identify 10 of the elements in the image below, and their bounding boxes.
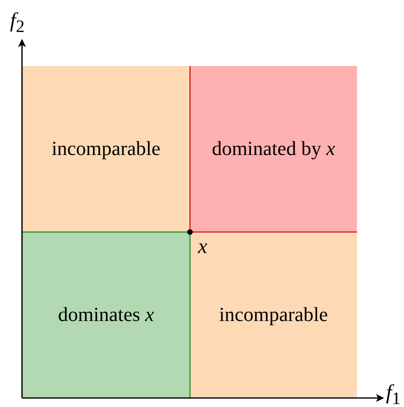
region-label: dominates x xyxy=(58,303,154,328)
region xyxy=(190,66,357,232)
region-label: dominated by x xyxy=(212,137,336,162)
region-label: incomparable xyxy=(219,303,328,328)
point-label: x xyxy=(198,234,208,259)
axis-label: f$_{2}$ xyxy=(10,8,25,38)
region xyxy=(190,232,357,398)
axis-label: f$_{1}$ xyxy=(386,380,401,407)
region xyxy=(22,66,190,232)
region-label: incomparable xyxy=(52,137,160,162)
